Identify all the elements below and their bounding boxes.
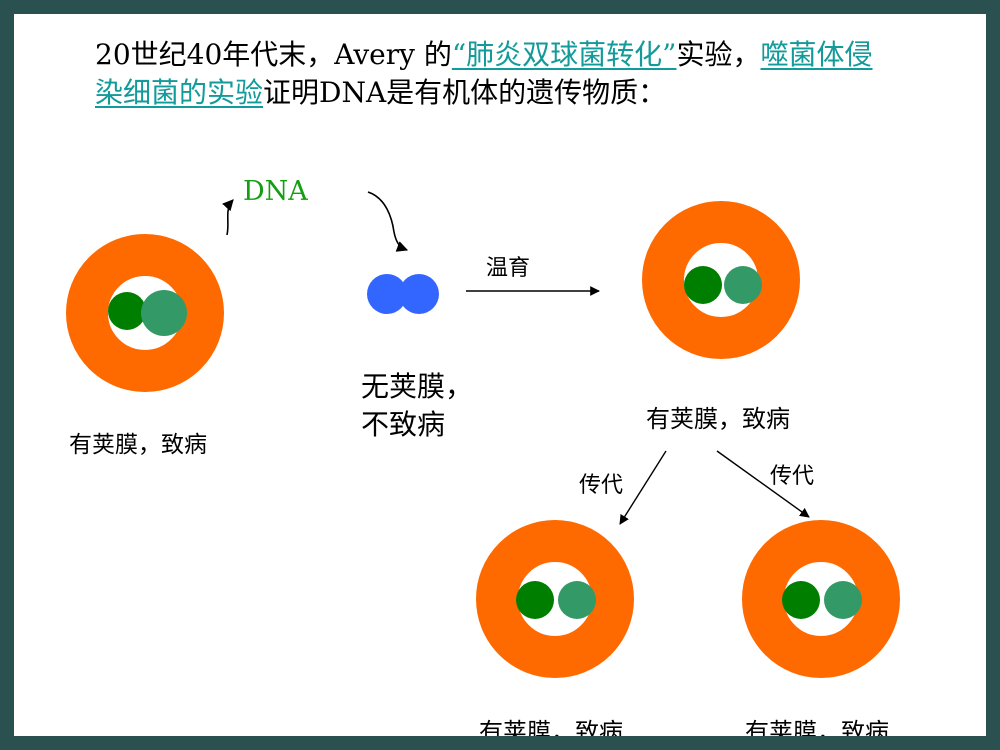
slide: 20世纪40年代末，Avery 的“肺炎双球菌转化”实验，噬菌体侵染细菌的实验证… xyxy=(14,14,986,736)
slide-title: 20世纪40年代末，Avery 的“肺炎双球菌转化”实验，噬菌体侵染细菌的实验证… xyxy=(95,36,895,112)
dna-extraction-arrow xyxy=(222,199,234,236)
nucleus-light xyxy=(724,266,762,304)
capsulated-cell-offspring-right xyxy=(742,520,900,678)
title-text-1: 20世纪40年代末，Avery 的 xyxy=(95,38,452,71)
passage-label-right: 传代 xyxy=(770,464,815,489)
nucleus-dark xyxy=(108,292,146,330)
capsule-ring xyxy=(642,201,800,359)
title-text-3: 证明DNA是有机体的遗传物质： xyxy=(263,76,667,109)
capsule-label-offspring-left: 有荚膜，致病 xyxy=(479,718,623,736)
passage-arrow-left xyxy=(619,450,667,525)
capsule-ring xyxy=(66,234,224,392)
rough-cell-left xyxy=(367,274,407,314)
nucleus-dark xyxy=(782,581,820,619)
transformation-experiment-link[interactable]: “肺炎双球菌转化” xyxy=(451,38,677,71)
passage-arrow-right xyxy=(716,450,810,518)
phage-experiment-link[interactable]: 噬菌体侵染细菌的实验 xyxy=(95,38,873,109)
capsule-ring xyxy=(476,520,634,678)
dna-label: DNA xyxy=(243,176,308,207)
capsulated-cell-transformed xyxy=(642,201,800,359)
capsulated-cell-offspring-left xyxy=(476,520,634,678)
nucleus-light xyxy=(824,581,862,619)
rough-cell xyxy=(367,274,439,314)
capsule-label-transformed: 有荚膜，致病 xyxy=(646,405,790,433)
rough-cell-right xyxy=(399,274,439,314)
title-text-2: 实验， xyxy=(676,38,761,71)
capsule-ring xyxy=(742,520,900,678)
dna-uptake-arrow xyxy=(367,191,409,252)
capsule-label-offspring-right: 有荚膜，致病 xyxy=(745,718,889,736)
nucleus-dark xyxy=(684,266,722,304)
no-capsule-label-line2: 不致病 xyxy=(361,408,446,441)
capsule-label-source: 有荚膜，致病 xyxy=(69,432,207,458)
no-capsule-label-line1: 无荚膜， xyxy=(361,370,474,403)
capsulated-cell-source xyxy=(66,234,224,392)
incubation-label: 温育 xyxy=(486,256,531,281)
transformation-diagram xyxy=(66,191,900,678)
nucleus-light xyxy=(558,581,596,619)
passage-label-left: 传代 xyxy=(579,473,624,498)
nucleus-light xyxy=(141,290,187,336)
nucleus-dark xyxy=(516,581,554,619)
no-capsule-label: 无荚膜， 不致病 xyxy=(361,368,473,444)
